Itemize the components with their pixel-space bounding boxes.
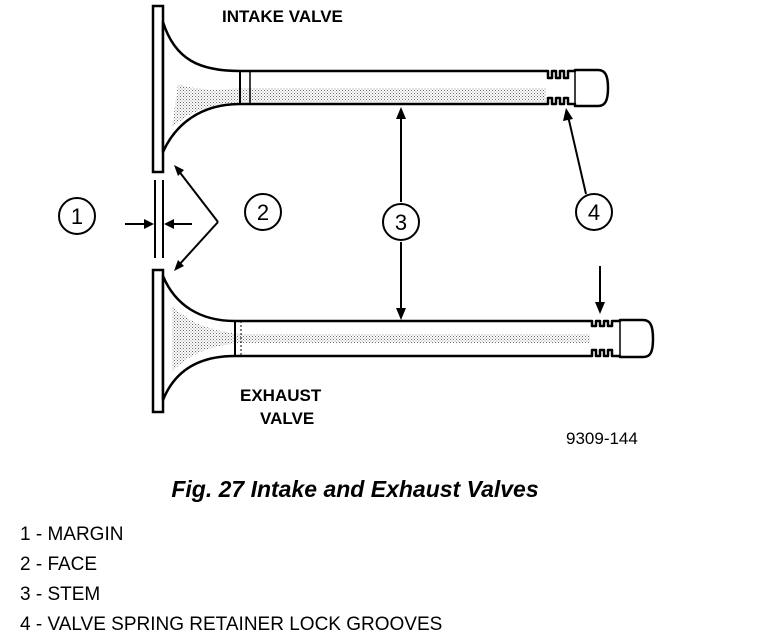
callout-2-number: 2 [257, 200, 269, 225]
legend-item-lock-grooves: 4 - VALVE SPRING RETAINER LOCK GROOVES [20, 614, 443, 635]
valve-diagram: 1 2 3 4 INTAKE VALVE EXHAUST VALVE 930 [58, 4, 655, 448]
legend-item-stem: 3 - STEM [20, 584, 101, 605]
intake-valve [151, 4, 610, 174]
callout-4-number: 4 [588, 200, 600, 225]
drawing-code: 9309-144 [566, 429, 638, 448]
callout-3: 3 [382, 107, 420, 320]
callout-3-circle [382, 203, 420, 241]
figure-caption: Fig. 27 Intake and Exhaust Valves [171, 476, 539, 502]
callout-1-number: 1 [71, 204, 83, 229]
callout-1: 1 [58, 180, 192, 258]
callout-4-circle [575, 193, 613, 231]
exhaust-valve-label-line1: EXHAUST [240, 386, 322, 405]
legend: 1 - MARGIN 2 - FACE 3 - STEM 4 - VALVE S… [20, 520, 442, 640]
intake-stem-shading [172, 84, 546, 128]
exhaust-stem-shading [172, 305, 590, 372]
exhaust-valve-head [151, 268, 165, 414]
exhaust-valve-label-line2: VALVE [260, 409, 314, 428]
intake-valve-label: INTAKE VALVE [222, 7, 343, 26]
intake-valve-body [161, 20, 610, 154]
callout-4: 4 [563, 108, 613, 314]
legend-item-margin: 1 - MARGIN [20, 524, 124, 545]
exhaust-valve [151, 268, 655, 414]
intake-valve-head [151, 4, 165, 174]
callout-2-circle [244, 193, 282, 231]
callout-1-circle [58, 197, 96, 235]
legend-item-face: 2 - FACE [20, 554, 98, 575]
callout-3-number: 3 [395, 210, 407, 235]
callout-2: 2 [174, 165, 282, 271]
